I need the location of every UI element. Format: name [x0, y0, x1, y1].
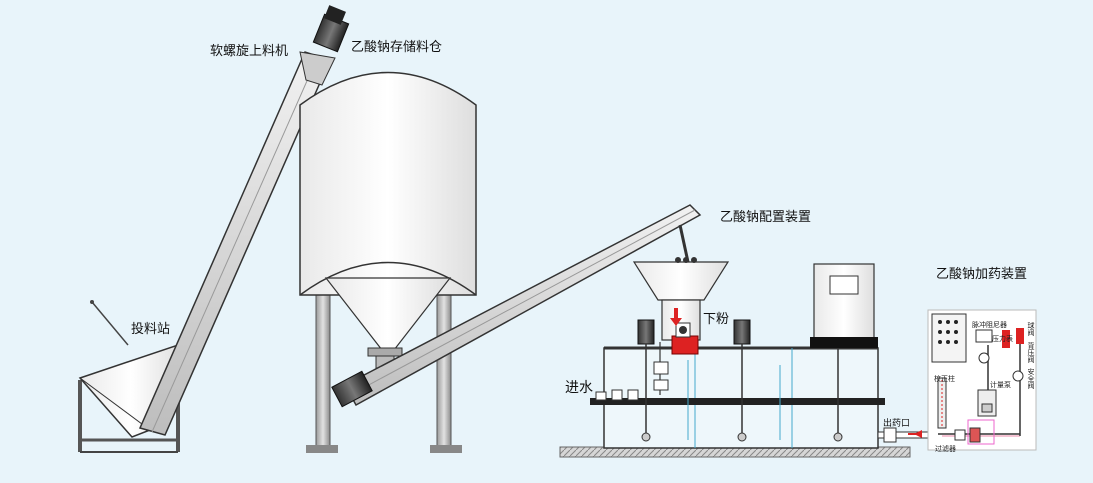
preparation-unit-label: 乙酸钠配置装置: [720, 210, 812, 225]
back-pressure-valve-label: 背压阀: [1027, 342, 1035, 363]
feed-conveyor: [331, 204, 702, 408]
pulse-damper-label: 脉冲阻尼器: [972, 321, 1007, 329]
dosing-unit-label: 乙酸钠加药装置: [936, 267, 1028, 282]
safety-valve-label: 安全阀: [1027, 368, 1035, 389]
outlet-label: 出药口: [883, 419, 911, 429]
dosing-unit: [927, 309, 1037, 451]
storage-silo-label: 乙酸钠存储料仓: [351, 40, 443, 55]
metering-pump-label: 计量泵: [990, 381, 1011, 389]
water-pipe: [590, 398, 885, 405]
water-inlet-label: 进水: [565, 380, 593, 396]
pressure-gauge-label: 压力表: [992, 335, 1013, 343]
water-inlet-valves: [595, 389, 639, 401]
filter-label: 过滤器: [935, 445, 956, 453]
ball-valve-label: 球阀: [1027, 322, 1035, 336]
screw-conveyor-label: 软螺旋上料机: [210, 44, 289, 59]
preparation-unit: [590, 257, 885, 449]
powder-hopper: [632, 261, 730, 301]
powder-down-arrow: [670, 308, 682, 326]
screw-conveyor: [138, 5, 350, 436]
powder-inlet-label: 下粉: [703, 312, 730, 327]
powder-feeder: [671, 335, 699, 355]
storage-silo: [299, 71, 477, 453]
calibration-column-label: 校正柱: [934, 375, 955, 383]
loading-station-label: 投料站: [131, 322, 171, 337]
control-cabinet: [813, 263, 875, 339]
